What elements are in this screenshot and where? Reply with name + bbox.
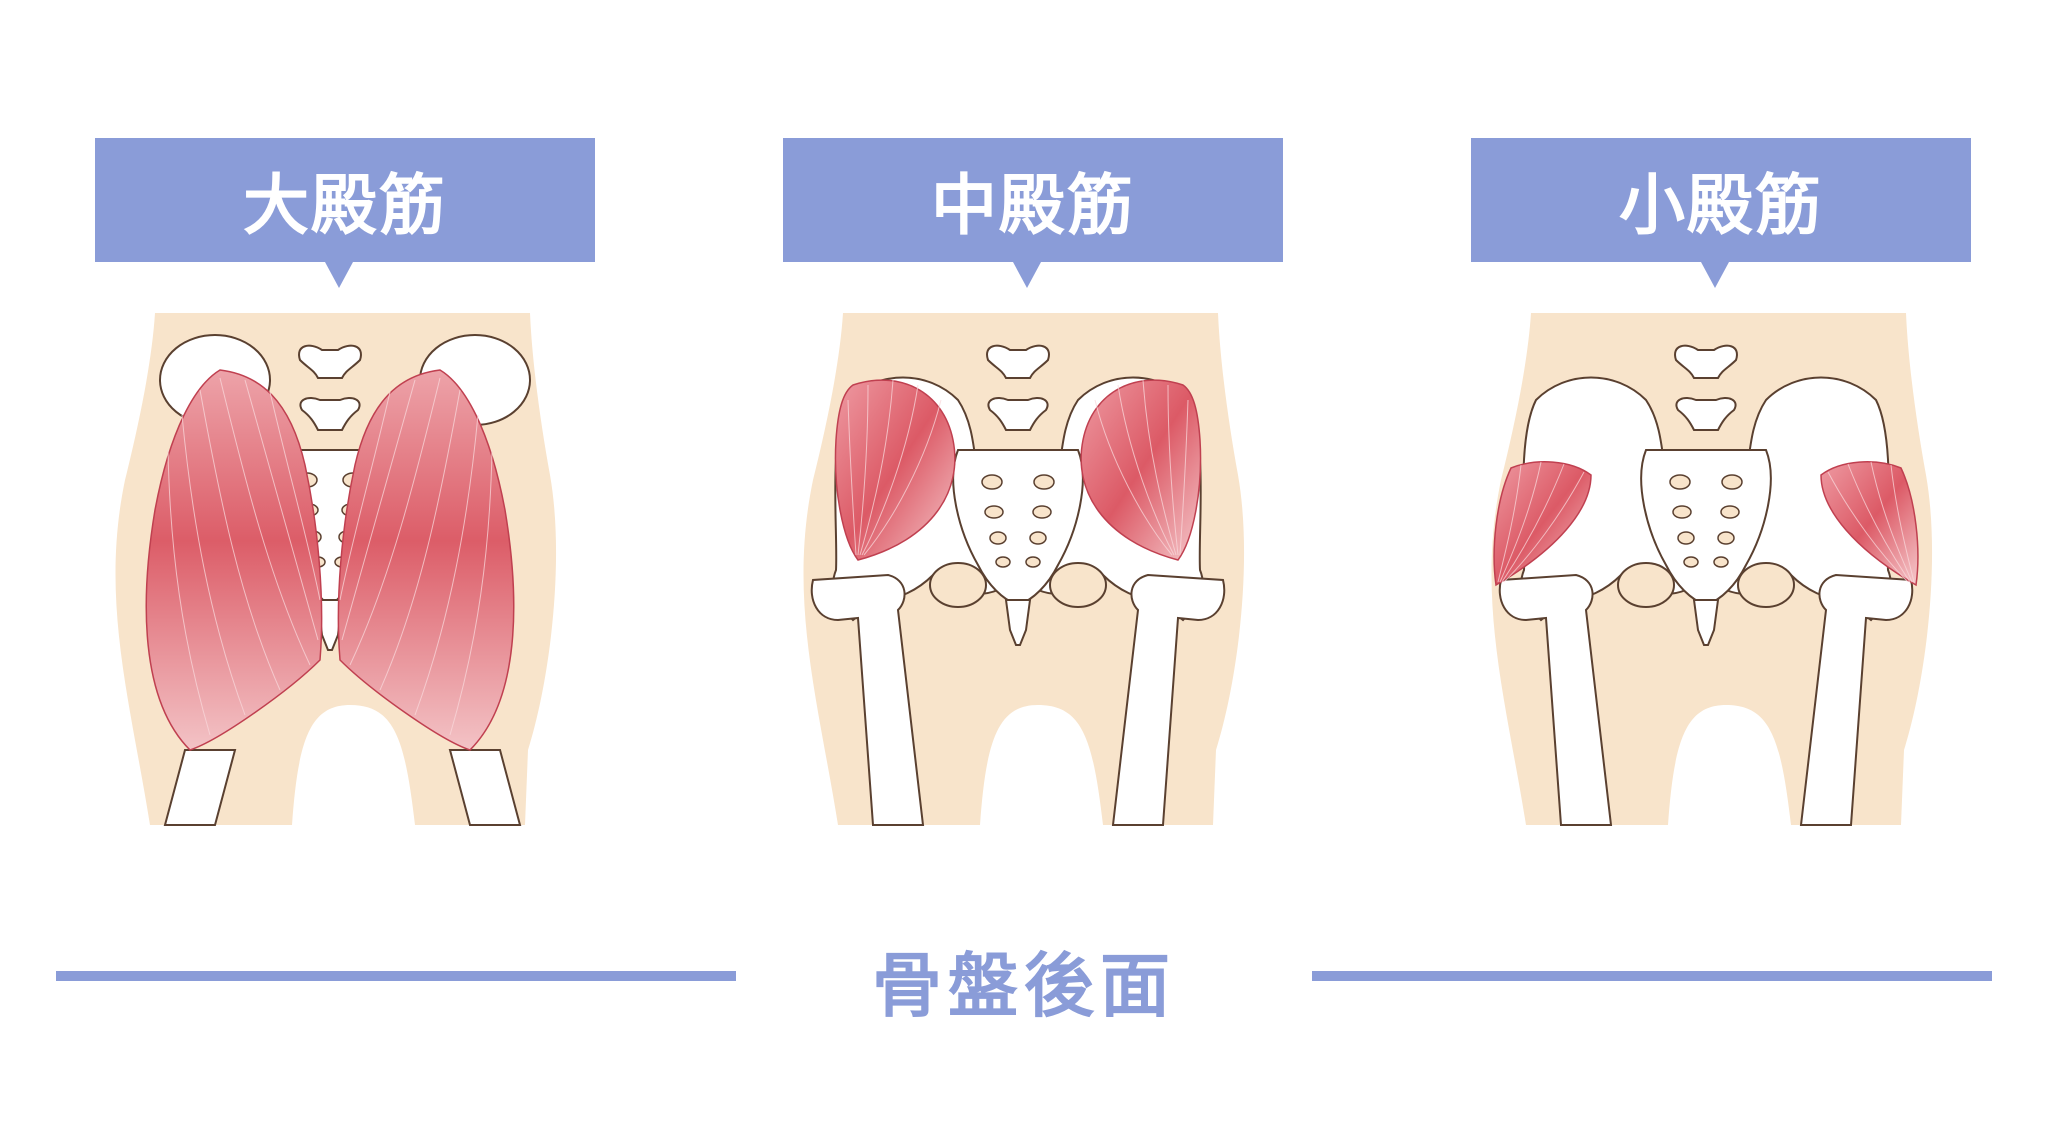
left-gluteus-minimus [1493, 461, 1592, 587]
obturator-foramen-icon [1737, 562, 1795, 608]
vertebra-icon [986, 344, 1050, 379]
panel-gluteus-maximus: 大殿筋 [70, 0, 595, 1132]
footer-divider-left [56, 971, 736, 981]
coccyx-icon [1004, 599, 1032, 646]
right-femur-icon [1799, 573, 1914, 826]
left-femur-icon [810, 573, 925, 826]
pelvis-illustration [1491, 313, 1933, 826]
vertebra-icon [298, 344, 362, 379]
sacral-foramina [1669, 474, 1743, 568]
obturator-foramen-icon [929, 562, 987, 608]
vertebra-icon [299, 397, 361, 431]
vertebra-icon [1674, 344, 1738, 379]
sacral-foramina [981, 474, 1055, 568]
muscle-label: 大殿筋 [243, 167, 447, 244]
vertebra-icon [1675, 397, 1737, 431]
obturator-foramen-icon [1617, 562, 1675, 608]
panel-gluteus-minimus: 小殿筋 [1446, 0, 1971, 1132]
label-pointer [1701, 262, 1729, 288]
coccyx-icon [1692, 599, 1720, 646]
muscle-fibers [167, 377, 493, 736]
panel-gluteus-medius: 中殿筋 [758, 0, 1283, 1132]
label-pointer [325, 262, 353, 288]
left-femur-icon [163, 749, 237, 826]
left-femur-icon [1498, 573, 1613, 826]
right-femur-icon [1111, 573, 1226, 826]
footer-divider-right [1312, 971, 1992, 981]
vertebra-icon [987, 397, 1049, 431]
muscle-fibers [1497, 461, 1915, 583]
muscle-label: 小殿筋 [1619, 167, 1823, 244]
pelvis-illustration [115, 313, 557, 826]
label-box: 小殿筋 [1471, 138, 1971, 262]
left-gluteus-medius [834, 379, 956, 561]
muscle-fibers [847, 379, 1189, 556]
footer-caption: 骨盤後面 [872, 945, 1176, 1027]
right-femur-icon [448, 749, 522, 826]
label-box: 大殿筋 [95, 138, 595, 262]
obturator-foramen-icon [1049, 562, 1107, 608]
muscle-label: 中殿筋 [931, 167, 1135, 244]
right-gluteus-minimus [1820, 461, 1919, 587]
label-box: 中殿筋 [783, 138, 1283, 262]
right-gluteus-medius [1080, 379, 1202, 561]
pelvis-illustration [803, 313, 1245, 826]
label-pointer [1013, 262, 1041, 288]
